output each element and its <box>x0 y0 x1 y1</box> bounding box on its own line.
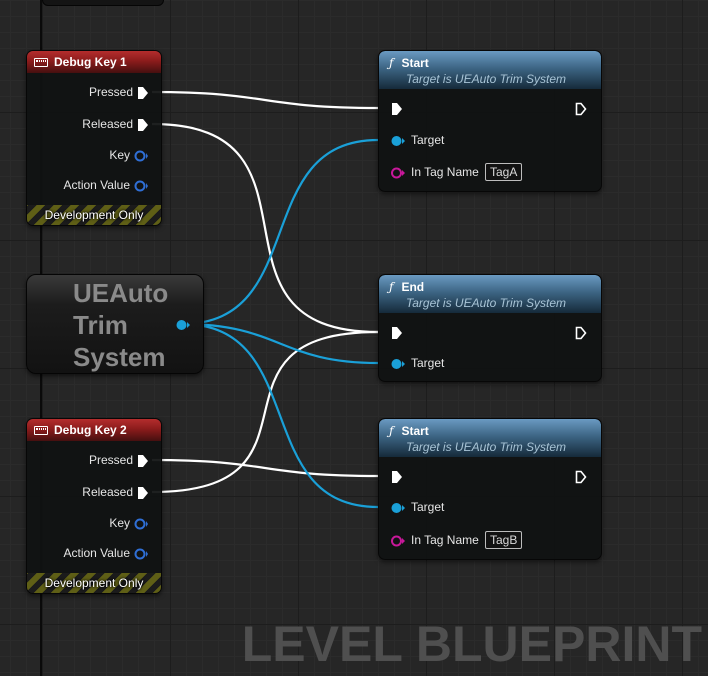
released-exec-pin-icon[interactable] <box>137 118 149 132</box>
keyboard-icon <box>34 425 48 435</box>
level-blueprint-watermark: LEVEL BLUEPRINT <box>241 616 702 672</box>
start-b-subtitle: Target is UEAuto Trim System <box>406 440 567 454</box>
target-pin-icon[interactable] <box>390 501 406 515</box>
keyboard-icon <box>34 57 48 67</box>
exec-input-pin-icon[interactable] <box>391 470 403 484</box>
released-label: Released <box>82 485 133 499</box>
target-label: Target <box>411 500 445 514</box>
function-icon: ƒ <box>389 423 394 438</box>
pressed-label: Pressed <box>88 85 133 99</box>
variable-name-line-2: Trim <box>73 310 128 340</box>
key-pin-icon[interactable] <box>133 149 149 163</box>
ueauto-trim-system-variable-node[interactable]: UEAuto Trim System <box>26 274 204 374</box>
tag-name-input[interactable]: TagB <box>485 531 523 549</box>
start-function-node-a[interactable]: ƒ Start Target is UEAuto Trim System Targ… <box>378 50 602 192</box>
start-b-title: Start <box>401 423 429 438</box>
target-pin-icon[interactable] <box>390 134 406 148</box>
end-subtitle: Target is UEAuto Trim System <box>406 296 567 310</box>
start-a-header[interactable]: ƒ Start Target is UEAuto Trim System <box>379 51 601 89</box>
start-a-subtitle: Target is UEAuto Trim System <box>406 72 567 86</box>
in-tag-name-label: In Tag Name <box>411 533 479 547</box>
name-pin-icon[interactable] <box>390 534 406 548</box>
key-pin-icon[interactable] <box>133 517 149 531</box>
pressed-label: Pressed <box>88 453 133 467</box>
target-label: Target <box>411 356 445 370</box>
development-only-banner: Development Only <box>27 573 161 593</box>
end-title: End <box>401 279 425 294</box>
variable-name-line-3: System <box>73 342 166 372</box>
wire-exec-key1-pressed-to-start-a[interactable] <box>151 90 379 110</box>
in-tag-name-label: In Tag Name <box>411 165 479 179</box>
tag-name-input[interactable]: TagA <box>485 163 523 181</box>
wire-exec-key2-pressed-to-start-b[interactable] <box>151 458 379 478</box>
function-icon: ƒ <box>389 279 394 294</box>
start-a-title: Start <box>401 55 429 70</box>
end-header[interactable]: ƒ End Target is UEAuto Trim System <box>379 275 601 313</box>
object-output-pin-icon[interactable] <box>175 318 191 332</box>
released-label: Released <box>82 117 133 131</box>
key-label: Key <box>109 516 130 530</box>
variable-name: UEAuto Trim System <box>73 277 168 373</box>
target-pin-icon[interactable] <box>390 357 406 371</box>
exec-input-pin-icon[interactable] <box>391 326 403 340</box>
wire-object-to-start-a-target[interactable] <box>181 138 379 326</box>
pressed-exec-pin-icon[interactable] <box>137 454 149 468</box>
debug-key-2-node[interactable]: Debug Key 2 Pressed Released Key Action … <box>26 418 162 594</box>
released-exec-pin-icon[interactable] <box>137 486 149 500</box>
function-icon: ƒ <box>389 55 394 70</box>
wire-object-to-end-target[interactable] <box>181 322 379 365</box>
wire-object-to-start-b-target[interactable] <box>181 322 379 509</box>
debug-key-2-header[interactable]: Debug Key 2 <box>27 419 161 441</box>
debug-key-1-title: Debug Key 1 <box>54 55 127 69</box>
start-function-node-b[interactable]: ƒ Start Target is UEAuto Trim System Targ… <box>378 418 602 560</box>
exec-output-pin-icon[interactable] <box>575 470 587 484</box>
target-label: Target <box>411 133 445 147</box>
exec-output-pin-icon[interactable] <box>575 102 587 116</box>
exec-input-pin-icon[interactable] <box>391 102 403 116</box>
action-value-pin-icon[interactable] <box>133 547 149 561</box>
action-value-label: Action Value <box>63 178 131 192</box>
name-pin-icon[interactable] <box>390 166 406 180</box>
pressed-exec-pin-icon[interactable] <box>137 86 149 100</box>
wire-exec-key1-released-to-end[interactable] <box>151 122 379 334</box>
action-value-label: Action Value <box>63 546 131 560</box>
end-function-node[interactable]: ƒ End Target is UEAuto Trim System Target <box>378 274 602 382</box>
exec-output-pin-icon[interactable] <box>575 326 587 340</box>
wire-exec-key2-released-to-end[interactable] <box>151 330 379 494</box>
key-label: Key <box>109 148 130 162</box>
debug-key-1-node[interactable]: Debug Key 1 Pressed Released Key Action … <box>26 50 162 226</box>
debug-key-2-title: Debug Key 2 <box>54 423 127 437</box>
debug-key-1-header[interactable]: Debug Key 1 <box>27 51 161 73</box>
start-b-header[interactable]: ƒ Start Target is UEAuto Trim System <box>379 419 601 457</box>
action-value-pin-icon[interactable] <box>133 179 149 193</box>
variable-name-line-1: UEAuto <box>73 278 169 308</box>
development-only-banner: Development Only <box>27 205 161 225</box>
